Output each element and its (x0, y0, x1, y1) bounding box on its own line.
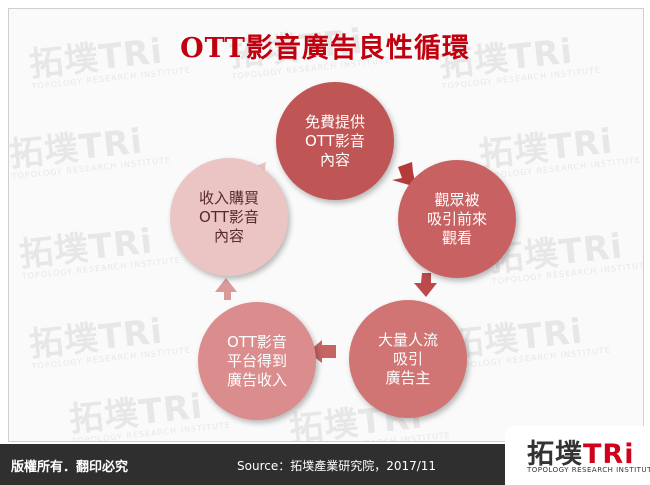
cycle-node-advertisers: 大量人流 吸引 廣告主 (349, 300, 467, 418)
copyright-notice: 版權所有．翻印必究 (11, 460, 129, 475)
source-citation: Source：拓墣產業研究院，2017/11 (237, 459, 437, 473)
diagram-title: OTT影音廣告良性循環 (180, 33, 470, 64)
cycle-node-free-content: 免費提供 OTT影音 內容 (276, 82, 394, 200)
cycle-node-ad-revenue: OTT影音 平台得到 廣告收入 (198, 302, 316, 420)
node-label: 大量人流 吸引 廣告主 (377, 330, 438, 387)
cycle-node-buy-content: 收入購買 OTT影音 內容 (170, 158, 288, 276)
logo: 拓墣TRi TOPOLOGY RESEARCH INSTITUTE (505, 426, 650, 485)
node-label: 收入購買 OTT影音 內容 (198, 188, 259, 245)
node-label: 免費提供 OTT影音 內容 (304, 112, 365, 169)
node-label: OTT影音 平台得到 廣告收入 (226, 332, 287, 389)
logo-subtitle: TOPOLOGY RESEARCH INSTITUTE (527, 466, 650, 474)
logo-wordmark: 拓墣TRi (527, 439, 635, 470)
node-label: 觀眾被 吸引前來 觀看 (426, 190, 487, 247)
cycle-node-audience: 觀眾被 吸引前來 觀看 (398, 160, 516, 278)
